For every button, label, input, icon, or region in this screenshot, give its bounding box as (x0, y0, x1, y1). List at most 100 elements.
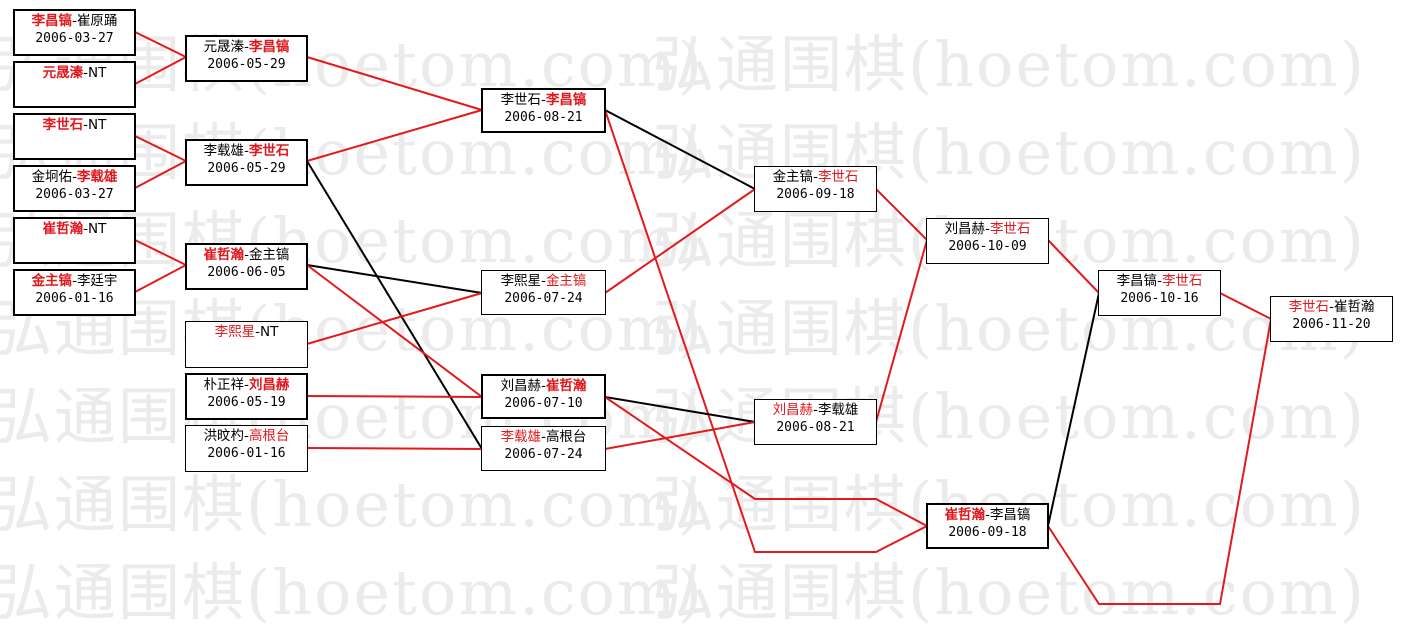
match-node-n7[interactable]: 元晟溱-李昌镐 2006-05-29 (185, 35, 308, 82)
connector-line (604, 188, 756, 294)
match-date: 2006-07-10 (504, 396, 583, 411)
match-node-n14[interactable]: 李熙星-金主镐 2006-07-24 (481, 270, 606, 315)
connector-line (306, 264, 483, 294)
match-node-n11[interactable]: 朴正祥-刘昌赫 2006-05-19 (185, 373, 308, 420)
connector-line (604, 109, 928, 553)
player-name: 李载雄 (817, 402, 859, 418)
match-node-n1[interactable]: 李昌镐-崔原踊 2006-03-27 (13, 9, 136, 56)
match-date: 2006-07-24 (504, 291, 583, 306)
player-name: 元晟溱 (42, 65, 84, 81)
match-node-n17[interactable]: 金主镐-李世石 2006-09-18 (754, 166, 877, 212)
player-pair: 崔哲瀚-李昌镐 (944, 507, 1031, 523)
player-name: 洪旼杓 (203, 428, 245, 444)
player-pair: 李昌镐-李世石 (1116, 273, 1203, 289)
connector-line (1047, 292, 1100, 527)
match-node-n3[interactable]: 李世石-NT (13, 113, 136, 160)
player-name: 元晟溱 (203, 39, 245, 55)
player-pair: 李世石-崔哲瀚 (1288, 299, 1375, 315)
player-name: 金主镐 (772, 169, 814, 185)
match-date: 2006-06-05 (207, 265, 286, 280)
player-name: 李昌镐 (989, 507, 1031, 523)
connector-line (306, 160, 483, 450)
connector-line (306, 109, 483, 162)
match-node-n2[interactable]: 元晟溱-NT (13, 61, 136, 108)
match-date: 2006-07-24 (504, 447, 583, 462)
player-name: 李世石 (817, 169, 859, 185)
connector-line (134, 135, 187, 162)
player-name: 崔哲瀚 (944, 507, 986, 523)
player-pair: 刘昌赫-崔哲瀚 (500, 378, 587, 394)
match-node-n9[interactable]: 崔哲瀚-金主镐 2006-06-05 (185, 243, 308, 290)
player-name: 李熙星 (500, 273, 542, 289)
player-name: 高根台 (248, 428, 290, 444)
player-pair: 李熙星-NT (214, 324, 279, 340)
player-name: 崔哲瀚 (203, 247, 245, 263)
match-node-n13[interactable]: 李世石-李昌镐 2006-08-21 (481, 88, 606, 133)
match-node-n5[interactable]: 崔哲瀚-NT (13, 217, 136, 264)
player-pair: 李载雄-李世石 (203, 143, 290, 159)
connector-line (306, 292, 483, 345)
player-name: 李熙星 (214, 324, 256, 340)
player-name: 崔原踊 (76, 13, 118, 29)
connector-line (875, 239, 928, 423)
player-name: 崔哲瀚 (1333, 299, 1375, 315)
connector-line (134, 31, 187, 58)
match-date: 2006-05-29 (207, 57, 286, 72)
connector-line (306, 395, 483, 398)
match-node-n10[interactable]: 李熙星-NT (185, 321, 308, 368)
match-node-n8[interactable]: 李载雄-李世石 2006-05-29 (185, 139, 308, 186)
match-date: 2006-05-29 (207, 161, 286, 176)
player-name: 李载雄 (203, 143, 245, 159)
player-pair: 李世石-李昌镐 (500, 92, 587, 108)
player-name: 李昌镐 (1116, 273, 1158, 289)
match-date: 2006-01-16 (35, 291, 114, 306)
player-pair: 元晟溱-NT (42, 65, 107, 81)
match-date: 2006-08-21 (776, 420, 855, 435)
match-node-n15[interactable]: 刘昌赫-崔哲瀚 2006-07-10 (481, 374, 606, 419)
player-name: 李世石 (1161, 273, 1203, 289)
player-name: 朴正祥 (203, 377, 245, 393)
player-name: 崔哲瀚 (545, 378, 587, 394)
player-name: 刘昌赫 (772, 402, 814, 418)
match-date: 2006-10-16 (1120, 291, 1199, 306)
player-name: 刘昌赫 (500, 378, 542, 394)
match-node-n22[interactable]: 李世石-崔哲瀚 2006-11-20 (1270, 296, 1393, 342)
player-name: 金主镐 (545, 273, 587, 289)
match-date: 2006-01-16 (207, 446, 286, 461)
player-pair: 元晟溱-李昌镐 (203, 39, 290, 55)
player-pair: 李世石-NT (42, 117, 107, 133)
connector-line (604, 109, 756, 190)
player-name: 金坰佑 (31, 169, 73, 185)
player-name: 李世石 (248, 143, 290, 159)
connector-line (134, 56, 187, 85)
connector-line (1219, 292, 1272, 320)
match-node-n16[interactable]: 李载雄-高根台 2006-07-24 (481, 426, 606, 471)
player-name: 李昌镐 (248, 39, 290, 55)
player-name: 李世石 (42, 117, 84, 133)
connector-line (134, 239, 187, 266)
match-node-n18[interactable]: 刘昌赫-李载雄 2006-08-21 (754, 399, 877, 445)
player-pair: 刘昌赫-李载雄 (772, 402, 859, 418)
match-date: 2006-09-18 (776, 187, 855, 202)
player-name: 金主镐 (248, 247, 290, 263)
match-date: 2006-10-09 (948, 239, 1027, 254)
player-pair: 李昌镐-崔原踊 (31, 13, 118, 29)
match-node-n12[interactable]: 洪旼杓-高根台 2006-01-16 (185, 425, 308, 472)
player-name: 金主镐 (31, 273, 73, 289)
match-date: 2006-11-20 (1292, 317, 1371, 332)
player-pair: 刘昌赫-李世石 (944, 221, 1031, 237)
match-node-n19[interactable]: 刘昌赫-李世石 2006-10-09 (926, 218, 1049, 264)
match-node-n4[interactable]: 金坰佑-李载雄 2006-03-27 (13, 165, 136, 212)
player-pair: 崔哲瀚-NT (42, 221, 107, 237)
match-date: 2006-08-21 (504, 110, 583, 125)
match-node-n21[interactable]: 李昌镐-李世石 2006-10-16 (1098, 270, 1221, 316)
connector-line (306, 56, 483, 111)
match-node-n20[interactable]: 崔哲瀚-李昌镐 2006-09-18 (926, 503, 1049, 549)
match-date: 2006-05-19 (207, 395, 286, 410)
player-name: NT (88, 65, 107, 81)
match-date: 2006-09-18 (948, 525, 1027, 540)
player-pair: 金主镐-李廷宇 (31, 273, 118, 289)
player-name: 李廷宇 (76, 273, 118, 289)
connector-line (604, 421, 756, 450)
match-node-n6[interactable]: 金主镐-李廷宇 2006-01-16 (13, 269, 136, 316)
